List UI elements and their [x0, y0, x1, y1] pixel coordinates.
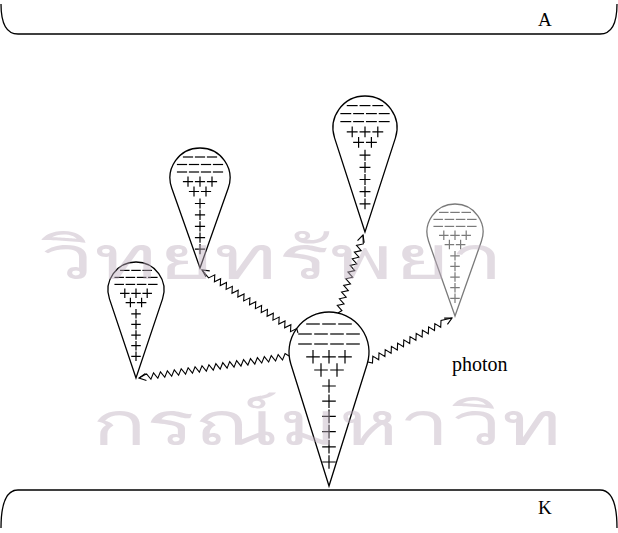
negative-charge — [445, 219, 455, 220]
positive-charge — [338, 350, 352, 364]
photon-wave — [368, 318, 452, 363]
negative-charge — [189, 164, 199, 165]
negative-charge — [314, 333, 328, 334]
positive-charge — [201, 186, 211, 196]
positive-charge — [131, 309, 141, 319]
negative-charge — [439, 212, 449, 213]
plate-outline — [0, 488, 618, 533]
positive-charge — [314, 363, 328, 377]
negative-charge — [201, 171, 211, 172]
positive-charge — [360, 186, 371, 197]
positive-charge — [360, 198, 371, 209]
positive-charge — [353, 137, 364, 148]
plate-line — [1, 490, 617, 528]
negative-charge — [366, 113, 377, 114]
positive-charge — [183, 177, 193, 187]
positive-charge — [360, 150, 371, 161]
negative-charge — [353, 121, 364, 122]
positive-charge — [330, 363, 344, 377]
electrode-plate: K — [0, 488, 618, 533]
positive-charge — [131, 352, 141, 362]
negative-charge — [306, 323, 320, 324]
positive-charge — [306, 350, 320, 364]
photon-wave — [139, 354, 289, 380]
negative-charge — [298, 343, 312, 344]
negative-charge — [213, 164, 223, 165]
negative-charge — [379, 121, 390, 122]
negative-charge — [322, 323, 336, 324]
photon-label: photon — [452, 352, 508, 376]
photon-ray — [139, 354, 289, 381]
electrode-label: A — [538, 10, 552, 31]
positive-charge — [207, 177, 217, 187]
positive-charge — [366, 137, 377, 148]
negative-charge — [330, 333, 344, 334]
arrowhead — [139, 374, 146, 381]
negative-charge — [195, 156, 205, 157]
positive-charge — [195, 198, 205, 208]
negative-charge — [467, 219, 477, 220]
positive-charge — [131, 320, 141, 330]
positive-charge — [450, 294, 460, 304]
negative-charge — [372, 105, 383, 106]
negative-charge — [338, 323, 352, 324]
negative-charge — [346, 333, 360, 334]
negative-charge — [340, 113, 351, 114]
positive-charge — [372, 126, 383, 137]
negative-charge — [353, 113, 364, 114]
negative-charge — [201, 164, 211, 165]
negative-charge — [461, 212, 471, 213]
positive-charge — [195, 177, 205, 187]
negative-charge — [183, 156, 193, 157]
watermark: กรณ์มหาวิท — [92, 388, 562, 460]
drop-outline — [333, 96, 397, 232]
negative-charge — [314, 343, 328, 344]
positive-charge — [137, 298, 147, 308]
positive-charge — [131, 330, 141, 340]
negative-charge — [456, 219, 466, 220]
negative-charge — [177, 171, 187, 172]
negative-charge — [346, 343, 360, 344]
plate-line — [1, 4, 617, 34]
positive-charge — [126, 298, 136, 308]
positive-charge — [189, 186, 199, 196]
negative-charge — [379, 113, 390, 114]
negative-charge — [207, 156, 217, 157]
positive-charge — [360, 126, 371, 137]
negative-charge — [177, 164, 187, 165]
negative-charge — [366, 121, 377, 122]
positive-charge — [322, 350, 336, 364]
negative-charge — [298, 333, 312, 334]
negative-charge — [340, 121, 351, 122]
negative-charge — [330, 343, 344, 344]
arrowhead — [444, 318, 452, 324]
negative-charge — [360, 105, 371, 106]
positive-charge — [360, 174, 371, 185]
positive-charge — [195, 210, 205, 220]
plate-outline — [0, 2, 618, 40]
negative-charge — [189, 171, 199, 172]
negative-charge — [450, 212, 460, 213]
negative-charge — [433, 219, 443, 220]
positive-charge — [131, 341, 141, 351]
negative-charge — [347, 105, 358, 106]
electrode-plate: A — [0, 2, 618, 40]
positive-charge — [360, 162, 371, 173]
watermark: วิทยทรัพยา — [40, 222, 504, 294]
negative-charge — [213, 171, 223, 172]
photon-ray — [368, 318, 452, 363]
electrode-label: K — [538, 498, 552, 519]
avalanche-drop — [333, 96, 397, 232]
positive-charge — [347, 126, 358, 137]
